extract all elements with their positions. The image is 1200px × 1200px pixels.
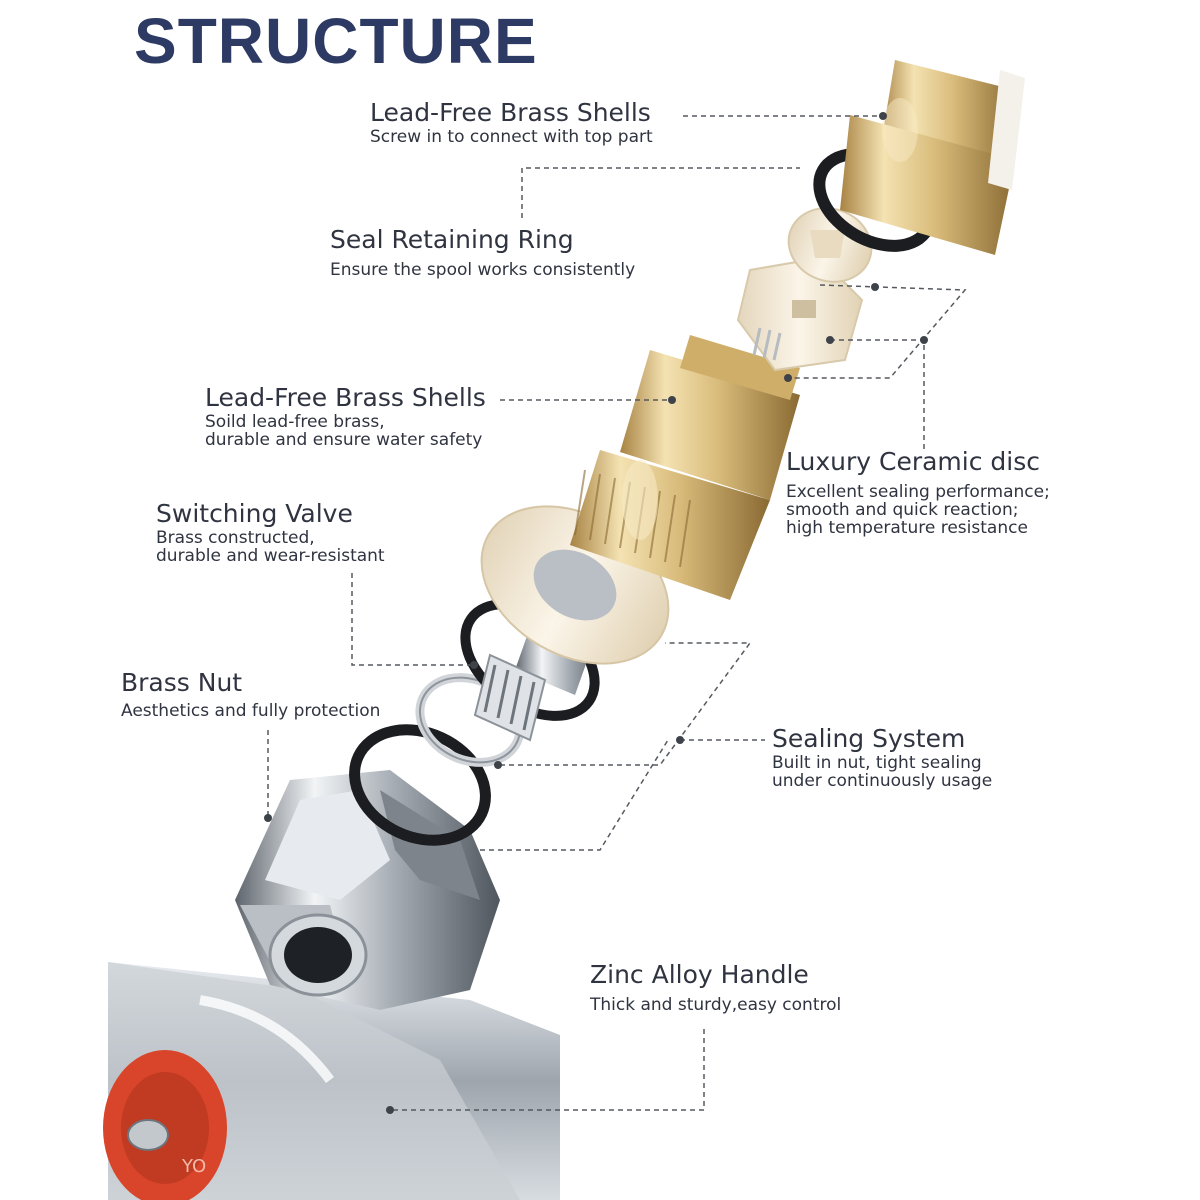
label-desc: high temperature resistance	[786, 518, 1028, 538]
label-brass-nut: Brass Nut Aesthetics and fully protectio…	[121, 668, 380, 720]
label-sealing-system: Sealing System Built in nut, tight seali…	[772, 724, 992, 790]
label-desc: Soild lead-free brass,	[205, 412, 385, 432]
label-desc: under continuously usage	[772, 771, 993, 791]
label-heading: Sealing System	[772, 724, 966, 753]
label-top-brass-shell: Lead-Free Brass Shells Screw in to conne…	[370, 98, 653, 146]
screw-icon	[127, 1119, 169, 1151]
label-middle-brass-shell: Lead-Free Brass Shells Soild lead-free b…	[205, 383, 486, 449]
label-seal-retaining-ring: Seal Retaining Ring Ensure the spool wor…	[330, 225, 635, 279]
label-desc: durable and wear-resistant	[156, 546, 385, 566]
label-heading: Lead-Free Brass Shells	[370, 98, 651, 127]
label-desc: Brass constructed,	[156, 528, 315, 548]
label-desc: smooth and quick reaction;	[786, 500, 1019, 520]
label-switching-valve: Switching Valve Brass constructed, durab…	[156, 499, 385, 565]
page-title: STRUCTURE	[134, 5, 538, 77]
label-desc: Aesthetics and fully protection	[121, 701, 381, 721]
brass-nut-part	[235, 770, 500, 1010]
label-desc: Built in nut, tight sealing	[772, 753, 982, 773]
label-zinc-alloy-handle: Zinc Alloy Handle Thick and sturdy,easy …	[590, 960, 841, 1014]
label-luxury-ceramic-disc: Luxury Ceramic disc Excellent sealing pe…	[786, 447, 1050, 537]
label-desc: Screw in to connect with top part	[370, 127, 653, 147]
label-heading: Brass Nut	[121, 668, 243, 697]
top-brass-shell-part	[840, 60, 1025, 255]
label-desc: Ensure the spool works consistently	[330, 260, 636, 280]
label-heading: Luxury Ceramic disc	[786, 447, 1041, 476]
leader-dots	[264, 112, 928, 1114]
handle-mark: YO	[181, 1156, 206, 1177]
label-desc: Thick and sturdy,easy control	[590, 995, 842, 1015]
middle-brass-shell-part	[570, 335, 800, 600]
luxury-ceramic-disc-part	[736, 207, 873, 372]
label-heading: Switching Valve	[156, 499, 353, 528]
label-heading: Lead-Free Brass Shells	[205, 383, 486, 412]
zinc-alloy-handle-part: YO	[103, 962, 560, 1200]
label-heading: Zinc Alloy Handle	[590, 960, 809, 989]
label-heading: Seal Retaining Ring	[330, 225, 574, 254]
label-desc: durable and ensure water safety	[205, 430, 483, 450]
label-desc: Excellent sealing performance;	[786, 482, 1050, 502]
